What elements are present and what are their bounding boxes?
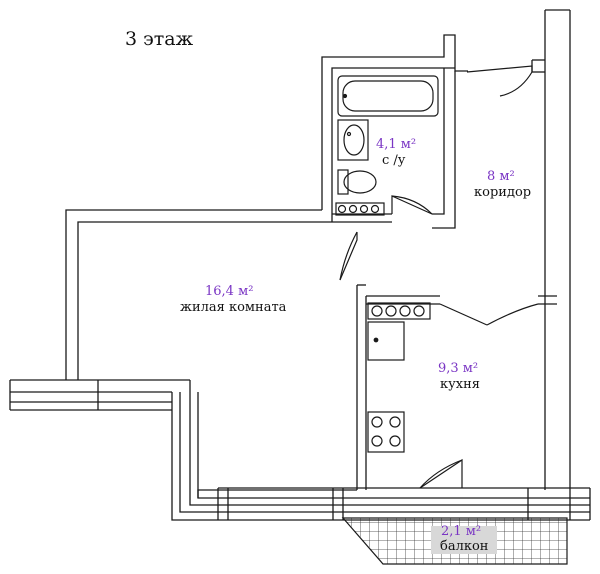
kitchen-sink-icon [367,321,405,361]
corridor-name: коридор [474,185,532,200]
kitchen-name: кухня [440,377,480,392]
living-room-area: 16,4 м² [205,284,254,299]
balcony-area: 2,1 м² [441,524,482,539]
kitchen-stove-icon [367,302,431,320]
balcony-label-background [431,526,497,554]
floor-label: 3 этаж [125,28,194,50]
balcony-name: балкон [440,539,489,554]
kitchen-hob-icon [367,411,405,453]
corridor-area: 8 м² [487,169,515,184]
sink-icon [337,119,369,161]
living-room-name: жилая комната [180,300,287,315]
toilet-icon [337,169,377,195]
kitchen-area: 9,3 м² [438,361,479,376]
doors [339,65,539,489]
bathroom-area: 4,1 м² [376,137,417,152]
bathroom-name: с /у [382,153,406,168]
stove-icon [335,202,385,216]
bathtub-icon [337,75,439,117]
walls [9,9,591,521]
